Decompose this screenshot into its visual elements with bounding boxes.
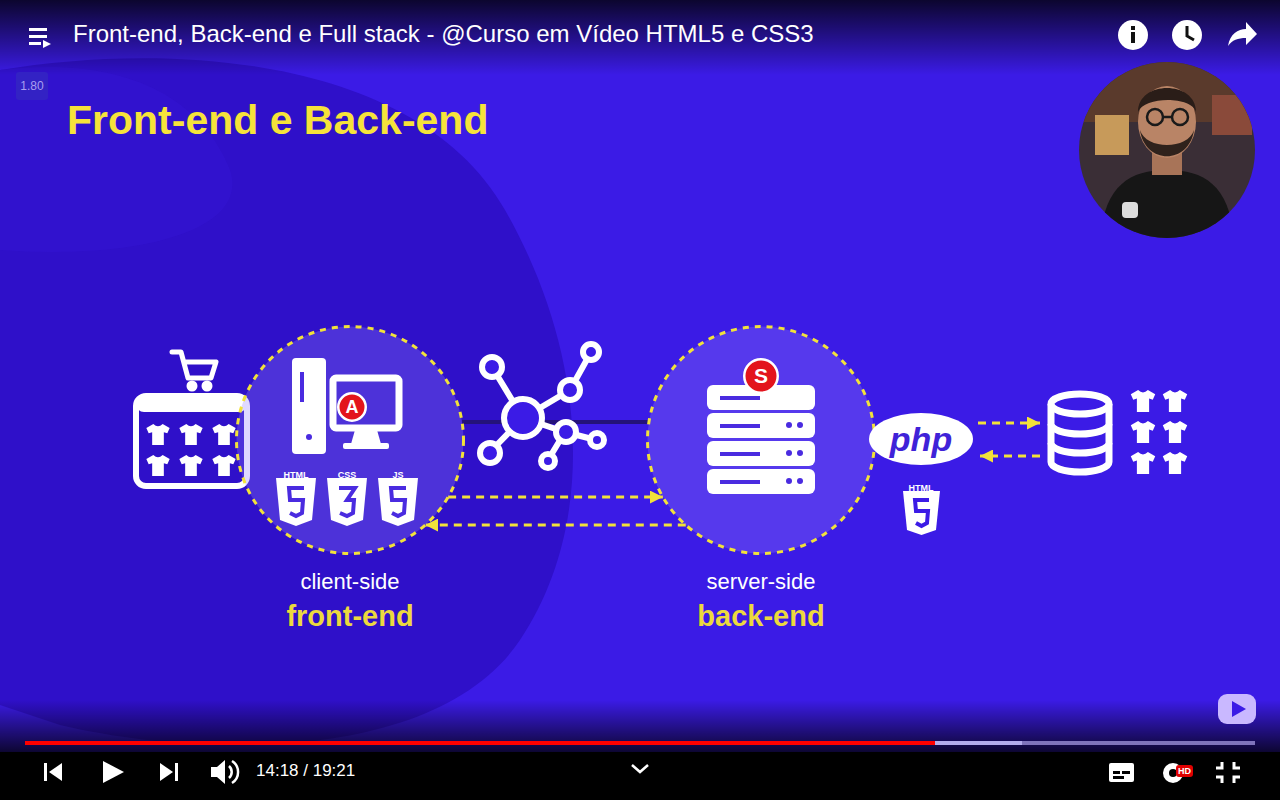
shield-caption-wrap: JS	[358, 464, 438, 482]
server-icon	[707, 385, 815, 494]
channel-logo	[1218, 694, 1256, 724]
dark-blob	[0, 58, 573, 745]
client-circle-shape	[237, 327, 464, 554]
database-icon	[1051, 394, 1109, 472]
shield-caption-wrap: HTML	[256, 464, 336, 482]
php-logo-shape	[869, 413, 973, 465]
player-controls	[44, 760, 1240, 784]
connector	[462, 420, 649, 424]
time-display: 14:18 / 19:21	[256, 761, 355, 781]
product-shirts	[1131, 390, 1187, 474]
client-circle-outline	[235, 325, 465, 555]
presenter-photo	[1079, 62, 1255, 238]
cart-icon	[172, 352, 216, 389]
store-window-icon	[136, 396, 247, 486]
hd-badge-wrap: HD	[1176, 760, 1193, 778]
side-label: server-side	[646, 569, 876, 595]
role-label: front-end	[235, 599, 465, 634]
playlist-icon	[29, 28, 51, 48]
title-wrap: Front-end e Back-end	[67, 96, 488, 144]
connector	[448, 496, 663, 499]
blob-shade	[0, 67, 232, 252]
shield-caption: CSS	[338, 470, 357, 480]
html5-shield	[903, 491, 940, 535]
css3-shield	[327, 478, 367, 526]
top-shade	[0, 0, 1280, 75]
bottom-shade	[0, 700, 1280, 760]
php-logo: php	[869, 413, 973, 465]
speed-badge: 1.80	[16, 72, 48, 100]
clock-icon	[1172, 20, 1202, 50]
php-wordmark: php	[869, 413, 973, 465]
video-title: Front-end, Back-end e Full stack - @Curs…	[73, 20, 814, 48]
server-circle: server-sideback-endS	[646, 325, 876, 555]
client-circle: client-sidefront-endA	[235, 325, 465, 555]
speed-badge-wrap: 1.80	[16, 72, 48, 100]
network-icon	[480, 344, 604, 468]
server-badge: S	[743, 358, 779, 394]
video-title-wrap: Front-end, Back-end e Full stack - @Curs…	[73, 20, 814, 48]
shield-caption-wrap: HTML	[881, 477, 961, 495]
js-shield	[378, 478, 418, 526]
computer-icon	[292, 358, 399, 454]
shield-caption: JS	[392, 470, 403, 480]
side-label: client-side	[235, 569, 465, 595]
html5-shield	[276, 478, 316, 526]
data-flow-arrows	[978, 423, 1040, 456]
server-circle-shape	[648, 327, 875, 554]
progress-bar	[25, 741, 1255, 745]
slide-title: Front-end e Back-end	[67, 96, 488, 144]
shield-caption-wrap: CSS	[307, 464, 387, 482]
shield-caption: HTML	[284, 470, 309, 480]
role-label: back-end	[646, 599, 876, 634]
time-display-wrap: 14:18 / 19:21	[256, 761, 355, 781]
shield-caption: HTML	[909, 483, 934, 493]
client-badge: A	[337, 392, 367, 422]
share-icon	[1228, 22, 1257, 46]
hd-badge: HD	[1176, 765, 1193, 777]
badge-letter: S	[743, 358, 779, 394]
badge-letter: A	[337, 392, 367, 422]
connector	[425, 524, 686, 527]
info-icon	[1118, 20, 1148, 50]
control-bar	[0, 752, 1280, 800]
